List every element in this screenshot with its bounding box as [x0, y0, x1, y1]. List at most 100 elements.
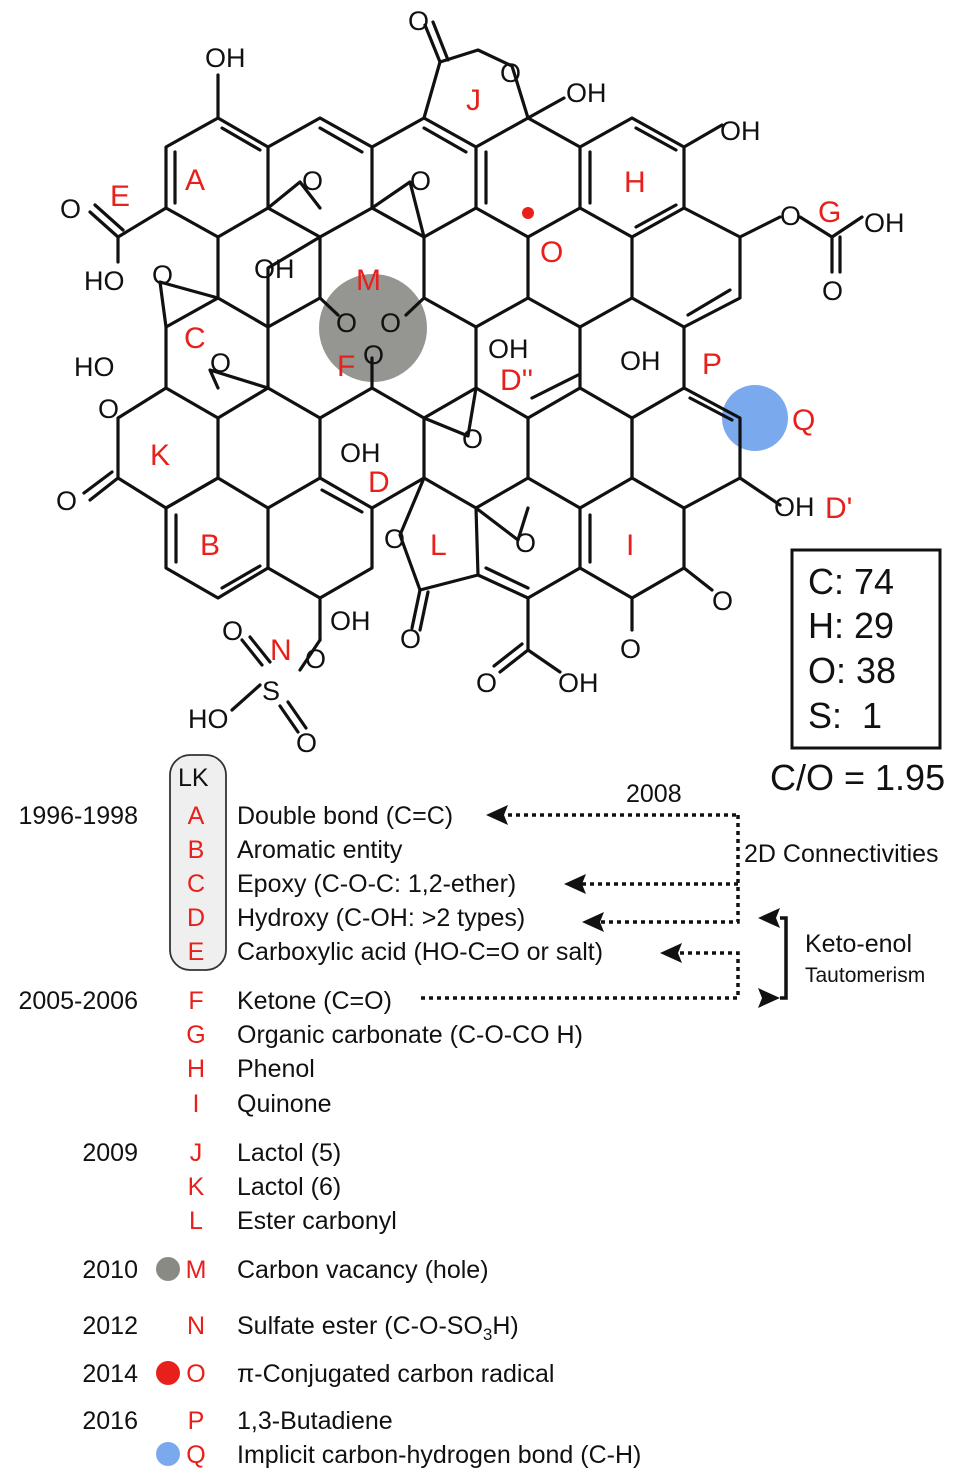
- molecular-skeleton: [82, 20, 864, 734]
- atom-oh: OH: [205, 43, 246, 73]
- composition-sulfur: S: 1: [808, 695, 882, 736]
- svg-text:O: O: [296, 728, 317, 758]
- svg-text:O: O: [336, 308, 357, 338]
- legend-letter: A: [188, 802, 205, 830]
- atom-o: O: [408, 6, 429, 36]
- arrowheads: [486, 805, 682, 963]
- svg-text:S: S: [262, 676, 280, 706]
- legend-marker: [156, 1442, 180, 1466]
- label-f: F: [337, 350, 355, 383]
- svg-text:O: O: [305, 644, 326, 674]
- composition-hydrogen: H: 29: [808, 605, 894, 646]
- legend-description: π-Conjugated carbon radical: [237, 1360, 554, 1388]
- label-d2: D'': [500, 364, 533, 397]
- svg-text:O: O: [302, 166, 323, 196]
- atom-oh: OH: [864, 208, 905, 238]
- composition-oxygen: O: 38: [808, 650, 896, 691]
- svg-text:OH: OH: [340, 438, 381, 468]
- atom-oh: OH: [566, 78, 607, 108]
- legend-year: 2016: [82, 1407, 138, 1435]
- svg-text:OH: OH: [330, 606, 371, 636]
- connector-arrows: [418, 813, 740, 1000]
- legend-letter: P: [188, 1407, 205, 1435]
- legend-letter: L: [189, 1207, 203, 1235]
- composition-carbon: C: 74: [808, 561, 894, 602]
- legend-letter: E: [188, 938, 205, 966]
- legend-description: Implicit carbon-hydrogen bond (C-H): [237, 1441, 641, 1469]
- label-p: P: [702, 348, 722, 381]
- connectivities-label: 2D Connectivities: [744, 840, 939, 868]
- legend-description: Hydroxy (C-OH: >2 types): [237, 904, 525, 932]
- legend-description: Lactol (6): [237, 1173, 341, 1201]
- legend-description-part: Sulfate ester (C-O-SO: [237, 1312, 483, 1340]
- legend-description-subscript: 3: [483, 1325, 492, 1344]
- radical-dot: [522, 207, 534, 219]
- legend-description: Sulfate ester (C-O-SO3H): [237, 1312, 519, 1344]
- atom-oh: OH: [720, 116, 761, 146]
- legend-description: Phenol: [237, 1055, 315, 1083]
- atom-o: O: [822, 276, 843, 306]
- legend-description: Organic carbonate (C-O-CO H): [237, 1021, 583, 1049]
- svg-text:O: O: [476, 668, 497, 698]
- legend-description: 1,3-Butadiene: [237, 1407, 393, 1435]
- legend-year: 2009: [82, 1139, 138, 1167]
- label-b: B: [200, 529, 220, 562]
- year-2008-label: 2008: [626, 780, 682, 808]
- label-h: H: [624, 166, 646, 199]
- svg-text:O: O: [384, 524, 405, 554]
- svg-text:O: O: [210, 348, 231, 378]
- legend-marker: [156, 1361, 180, 1385]
- svg-text:HO: HO: [74, 352, 115, 382]
- legend-description: Carbon vacancy (hole): [237, 1256, 489, 1284]
- legend-description: Carboxylic acid (HO-C=O or salt): [237, 938, 603, 966]
- legend-marker: [156, 1257, 180, 1281]
- svg-text:HO: HO: [188, 704, 229, 734]
- co-ratio: C/O = 1.95: [770, 757, 945, 798]
- atom-o: O: [780, 201, 801, 231]
- svg-text:O: O: [222, 616, 243, 646]
- ch-bond-circle: [722, 385, 788, 451]
- legend-description: Quinone: [237, 1090, 332, 1118]
- label-o: O: [540, 236, 563, 269]
- svg-text:OH: OH: [254, 254, 295, 284]
- lk-label: LK: [178, 764, 209, 792]
- atom-o: O: [500, 58, 521, 88]
- vacancy-circle: [319, 274, 427, 382]
- legend-description: Aromatic entity: [237, 836, 403, 864]
- legend-description: Double bond (C=C): [237, 802, 453, 830]
- svg-text:O: O: [56, 486, 77, 516]
- label-i: I: [626, 529, 634, 562]
- tautomerism-label: Tautomerism: [805, 964, 925, 987]
- label-k: K: [150, 439, 170, 472]
- svg-text:O: O: [410, 166, 431, 196]
- legend-description: Ester carbonyl: [237, 1207, 397, 1235]
- legend-letter: M: [186, 1256, 207, 1284]
- label-j: J: [466, 84, 481, 117]
- label-l: L: [430, 529, 447, 562]
- label-n: N: [270, 634, 292, 667]
- composition-box: [790, 548, 942, 750]
- svg-text:O: O: [380, 308, 401, 338]
- label-d: D: [368, 466, 390, 499]
- legend-year: 1996-1998: [18, 802, 138, 830]
- extra-atoms: O O O OH O O OH OH HO O O O O OH O O O O…: [56, 166, 815, 758]
- legend-letter: H: [187, 1055, 205, 1083]
- label-m: M: [356, 264, 381, 297]
- legend-year: 2010: [82, 1256, 138, 1284]
- legend-description: Lactol (5): [237, 1139, 341, 1167]
- label-c: C: [184, 322, 206, 355]
- legend-letter: F: [188, 987, 203, 1015]
- atom-o: O: [60, 194, 81, 224]
- svg-text:O: O: [515, 528, 536, 558]
- svg-text:OH: OH: [558, 668, 599, 698]
- legend-letter: I: [193, 1090, 200, 1118]
- legend-letter: J: [190, 1139, 203, 1167]
- label-a: A: [185, 164, 205, 197]
- keto-enol-label: Keto-enol: [805, 930, 912, 958]
- legend-year: 2005-2006: [18, 987, 138, 1015]
- label-q: Q: [792, 404, 815, 437]
- label-g: G: [818, 196, 841, 229]
